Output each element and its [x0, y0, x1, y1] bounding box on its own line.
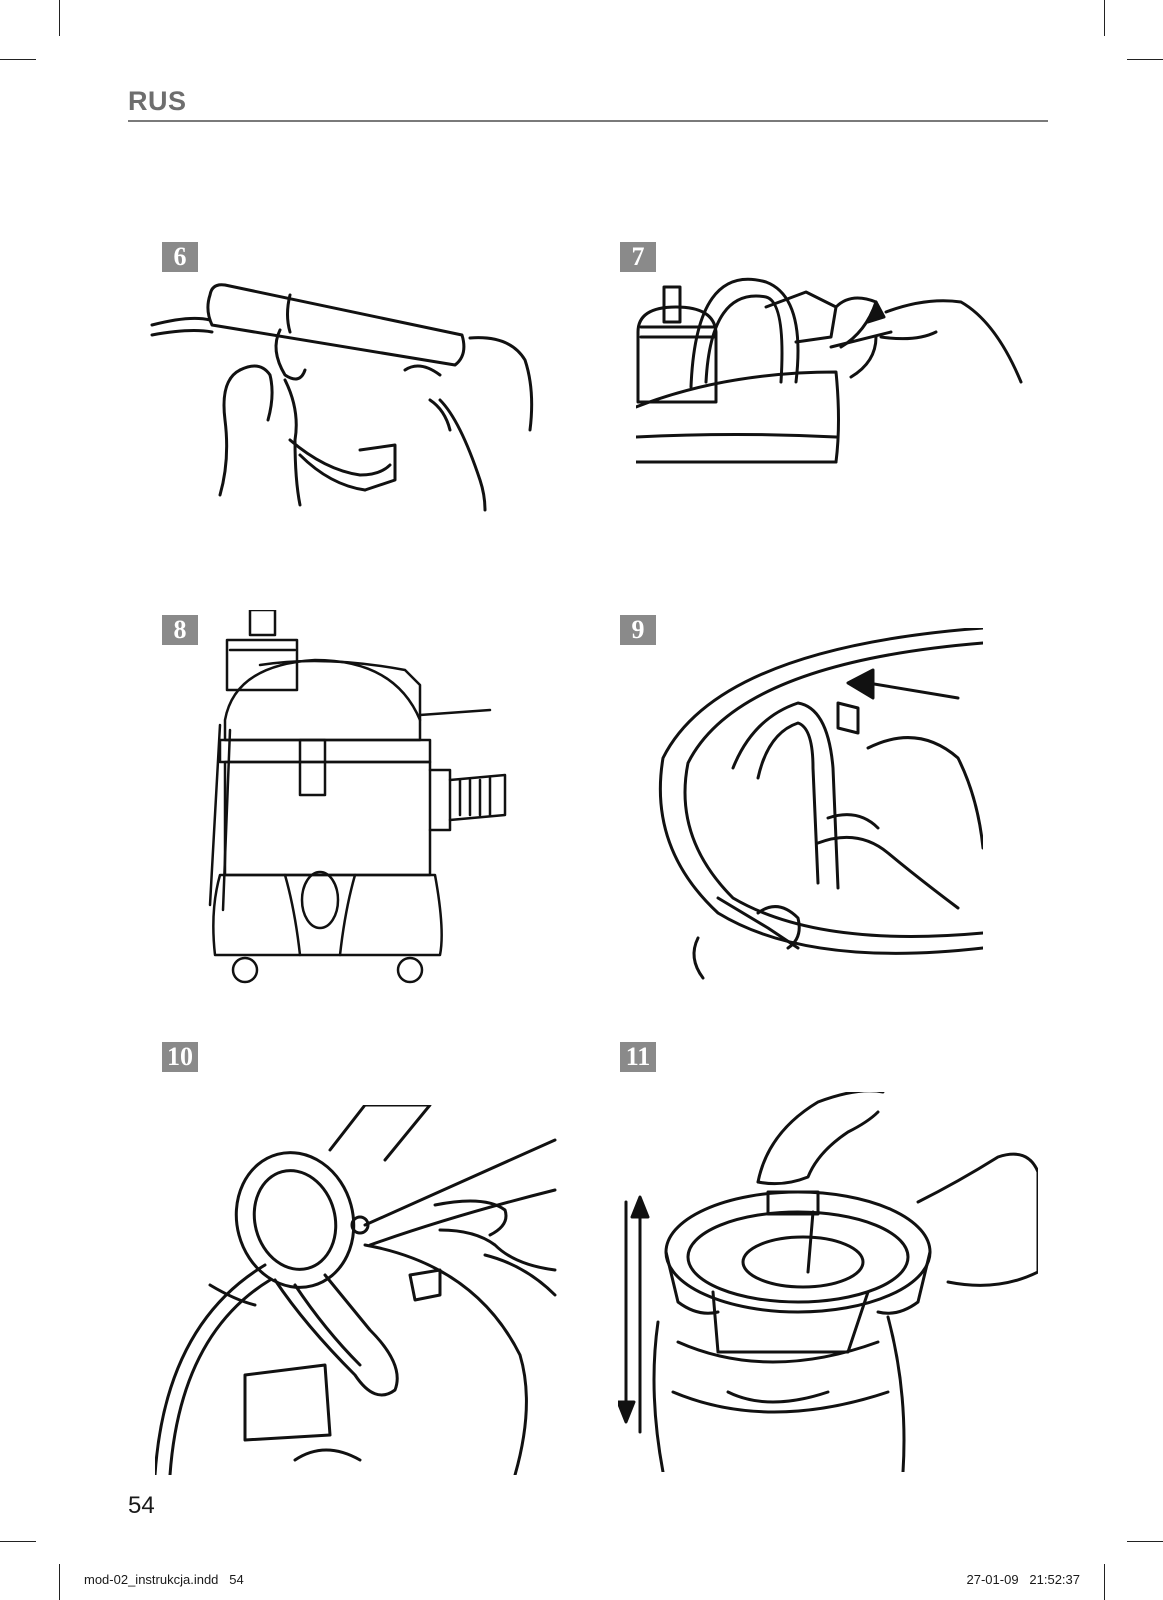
figure-number: 9 [620, 615, 656, 645]
figure-number: 10 [162, 1042, 198, 1072]
figure-number: 7 [620, 242, 656, 272]
crop-mark [59, 1564, 60, 1600]
crop-mark [1104, 1564, 1105, 1600]
crop-mark [0, 1541, 36, 1542]
page-number: 54 [128, 1492, 155, 1519]
page-header: RUS [128, 84, 1048, 122]
crop-mark [0, 59, 36, 60]
file-slug: mod-02_instrukcja.indd 54 [84, 1572, 244, 1587]
crop-mark [1127, 59, 1163, 60]
crop-mark [59, 0, 60, 36]
filter-frame-icon [155, 1105, 570, 1475]
crop-mark [1127, 1541, 1163, 1542]
figure-number: 11 [620, 1042, 656, 1072]
language-code: RUS [128, 86, 187, 116]
vacuum-cleaner-icon [205, 610, 525, 1010]
handle-rotate-icon [636, 262, 1026, 472]
hands-tying-bag-icon [150, 280, 550, 520]
timestamp-slug: 27-01-09 21:52:37 [966, 1572, 1080, 1587]
filter-lift-icon [618, 1092, 1038, 1472]
figure-number: 6 [162, 242, 198, 272]
crop-mark [1104, 0, 1105, 36]
clip-insert-icon [658, 628, 983, 988]
figure-number: 8 [162, 615, 198, 645]
